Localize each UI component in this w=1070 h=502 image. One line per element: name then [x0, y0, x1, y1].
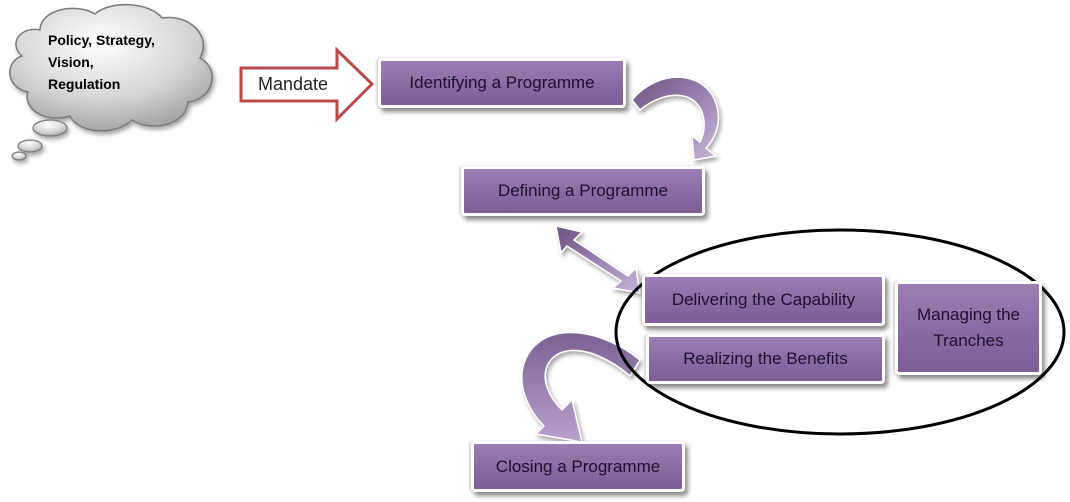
step-label: Managing the Tranches — [916, 305, 1021, 350]
curved-arrow-identify-to-define — [631, 76, 720, 161]
step-label: Closing a Programme — [495, 456, 661, 476]
tranches-ellipse — [614, 228, 1066, 436]
cloud-text: Policy, Strategy, Vision, Regulation — [48, 29, 188, 95]
cloud-line: Policy, Strategy, — [48, 32, 155, 48]
step-identifying-programme: Identifying a Programme — [378, 58, 626, 108]
mandate-arrow — [239, 46, 375, 123]
double-arrow-define-deliver — [555, 225, 641, 294]
curved-arrow-realize-to-close — [521, 331, 641, 443]
step-label: Delivering the Capability — [671, 290, 856, 309]
step-label: Defining a Programme — [497, 181, 669, 200]
step-label: Realizing the Benefits — [683, 349, 848, 368]
step-realizing-benefits: Realizing the Benefits — [646, 334, 885, 384]
step-label: Identifying a Programme — [409, 73, 595, 92]
mandate-label: Mandate — [258, 74, 329, 94]
thought-cloud — [9, 3, 213, 161]
step-managing-tranches: Managing the Tranches — [895, 281, 1042, 375]
step-delivering-capability: Delivering the Capability — [642, 274, 885, 326]
step-closing-programme: Closing a Programme — [471, 441, 685, 492]
cloud-line: Regulation — [48, 76, 121, 92]
cloud-line: Vision, — [48, 54, 94, 70]
step-defining-programme: Defining a Programme — [461, 166, 705, 216]
